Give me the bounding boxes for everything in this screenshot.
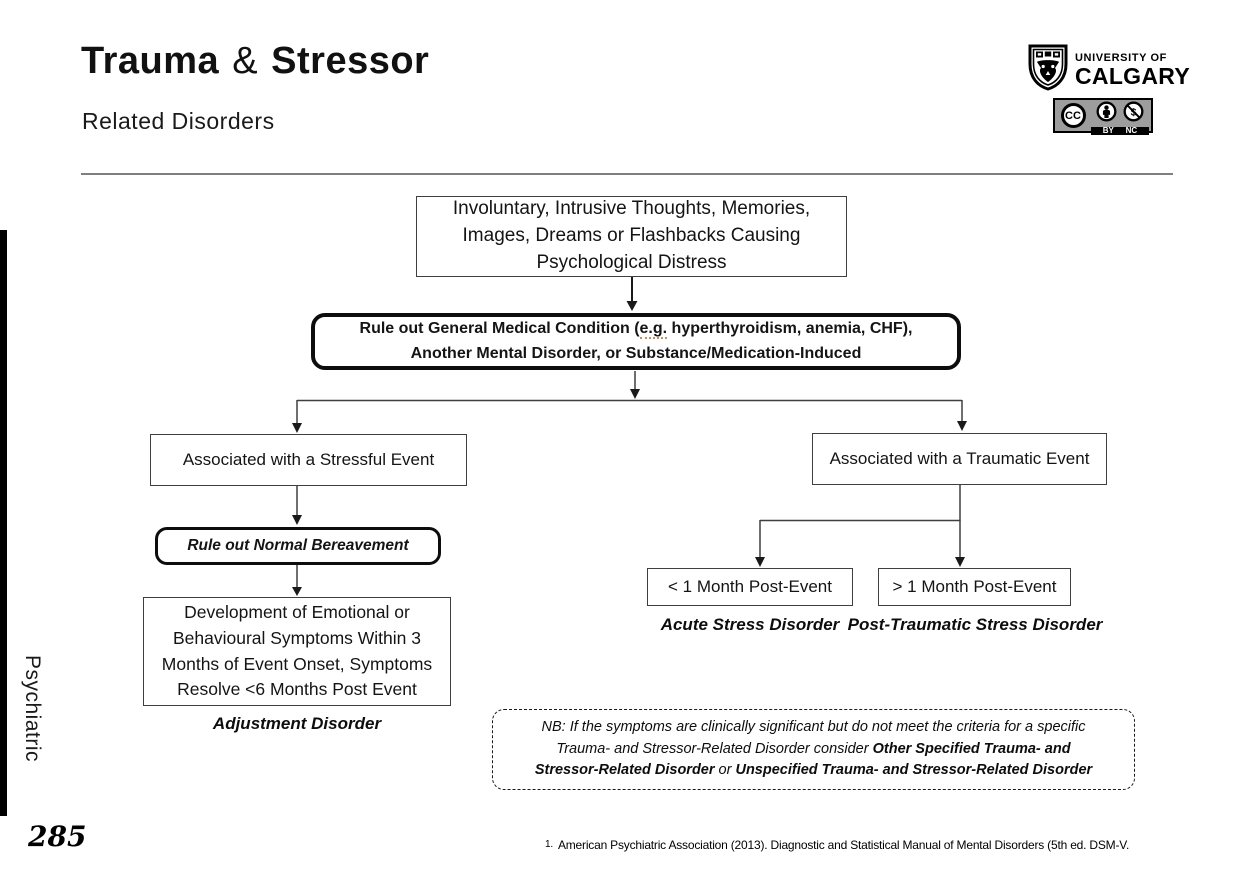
nb-part4-bold: Unspecified Trauma- and Stressor-Related… — [735, 762, 1093, 779]
cc-logo-text: CC — [1065, 109, 1081, 122]
reference-text: American Psychiatric Association (2013).… — [557, 838, 1130, 852]
arrow-stressful-to-bereavement — [292, 486, 302, 525]
reference-footnote: 1. American Psychiatric Association (2013… — [545, 838, 1129, 852]
university-logo: UNIVERSITY OF CALGARY — [1028, 44, 1190, 96]
cc-nc-dollar-icon: $ — [1123, 101, 1144, 127]
title-word-stressor: Stressor — [271, 40, 430, 82]
cc-by-person-icon — [1096, 101, 1117, 127]
cc-logo: CC — [1055, 100, 1091, 131]
label-acute-stress-disorder: Acute Stress Disorder — [660, 615, 840, 634]
nb-part1: NB: If the symptoms are clinically signi… — [541, 718, 1086, 757]
box-traumatic-event: Associated with a Traumatic Event — [812, 433, 1107, 485]
university-crest-icon — [1028, 44, 1068, 96]
cc-term-icons: $ — [1091, 101, 1149, 127]
cc-icon: CC — [1060, 103, 1086, 128]
page-subtitle: Related Disorders — [82, 108, 275, 134]
title-word-trauma: Trauma — [81, 40, 220, 82]
arrow-top-to-ruleout — [626, 277, 638, 311]
cc-term-labels: BY NC — [1091, 127, 1149, 135]
header-divider — [81, 173, 1173, 175]
box-rule-out-bereavement: Rule out Normal Bereavement — [155, 527, 441, 565]
nb-note-text: NB: If the symptoms are clinically signi… — [535, 717, 1092, 782]
rule-out-post: hyperthyroidism, anemia, CHF), Another M… — [410, 319, 913, 362]
label-adjustment-disorder: Adjustment Disorder — [212, 714, 382, 733]
page-title: Trauma & Stressor — [81, 40, 429, 83]
cc-by-label: BY — [1102, 126, 1114, 135]
nb-part3: or — [718, 762, 736, 779]
university-logo-text: UNIVERSITY OF CALGARY — [1075, 52, 1190, 88]
reference-number: 1. — [545, 839, 553, 850]
arrow-traumatic-split — [755, 485, 965, 567]
cc-license-badge: CC $ — [1053, 98, 1153, 135]
arrow-ruleout-to-split — [292, 371, 967, 433]
page-number: 285 — [28, 820, 87, 853]
arrow-bereavement-to-development — [292, 565, 302, 596]
box-development-symptoms: Development of Emotional or Behavioural … — [143, 597, 451, 706]
box-rule-out-medical-text: Rule out General Medical Condition (e.g.… — [359, 317, 913, 367]
box-rule-out-medical: Rule out General Medical Condition (e.g.… — [311, 313, 961, 370]
box-over-one-month: > 1 Month Post-Event — [878, 568, 1071, 606]
box-stressful-event: Associated with a Stressful Event — [150, 434, 467, 486]
title-ampersand: & — [232, 40, 259, 82]
rule-out-eg: e.g. — [639, 319, 668, 339]
box-nb-note: NB: If the symptoms are clinically signi… — [492, 709, 1135, 790]
section-color-bar — [0, 230, 7, 816]
nb-part2-bold: Other Specified Trauma- and Stressor-Rel… — [534, 740, 1071, 779]
box-under-one-month: < 1 Month Post-Event — [647, 568, 853, 606]
university-logo-line1: UNIVERSITY OF — [1075, 52, 1167, 64]
section-vertical-label: Psychiatric — [21, 655, 44, 763]
university-logo-line2: CALGARY — [1075, 63, 1190, 89]
rule-out-pre: Rule out General Medical Condition ( — [359, 319, 640, 337]
cc-nc-label: NC — [1125, 126, 1138, 135]
label-ptsd: Post-Traumatic Stress Disorder — [847, 615, 1103, 634]
cc-terms: $ BY NC — [1091, 101, 1149, 135]
box-intrusive-symptoms: Involuntary, Intrusive Thoughts, Memorie… — [416, 196, 847, 277]
